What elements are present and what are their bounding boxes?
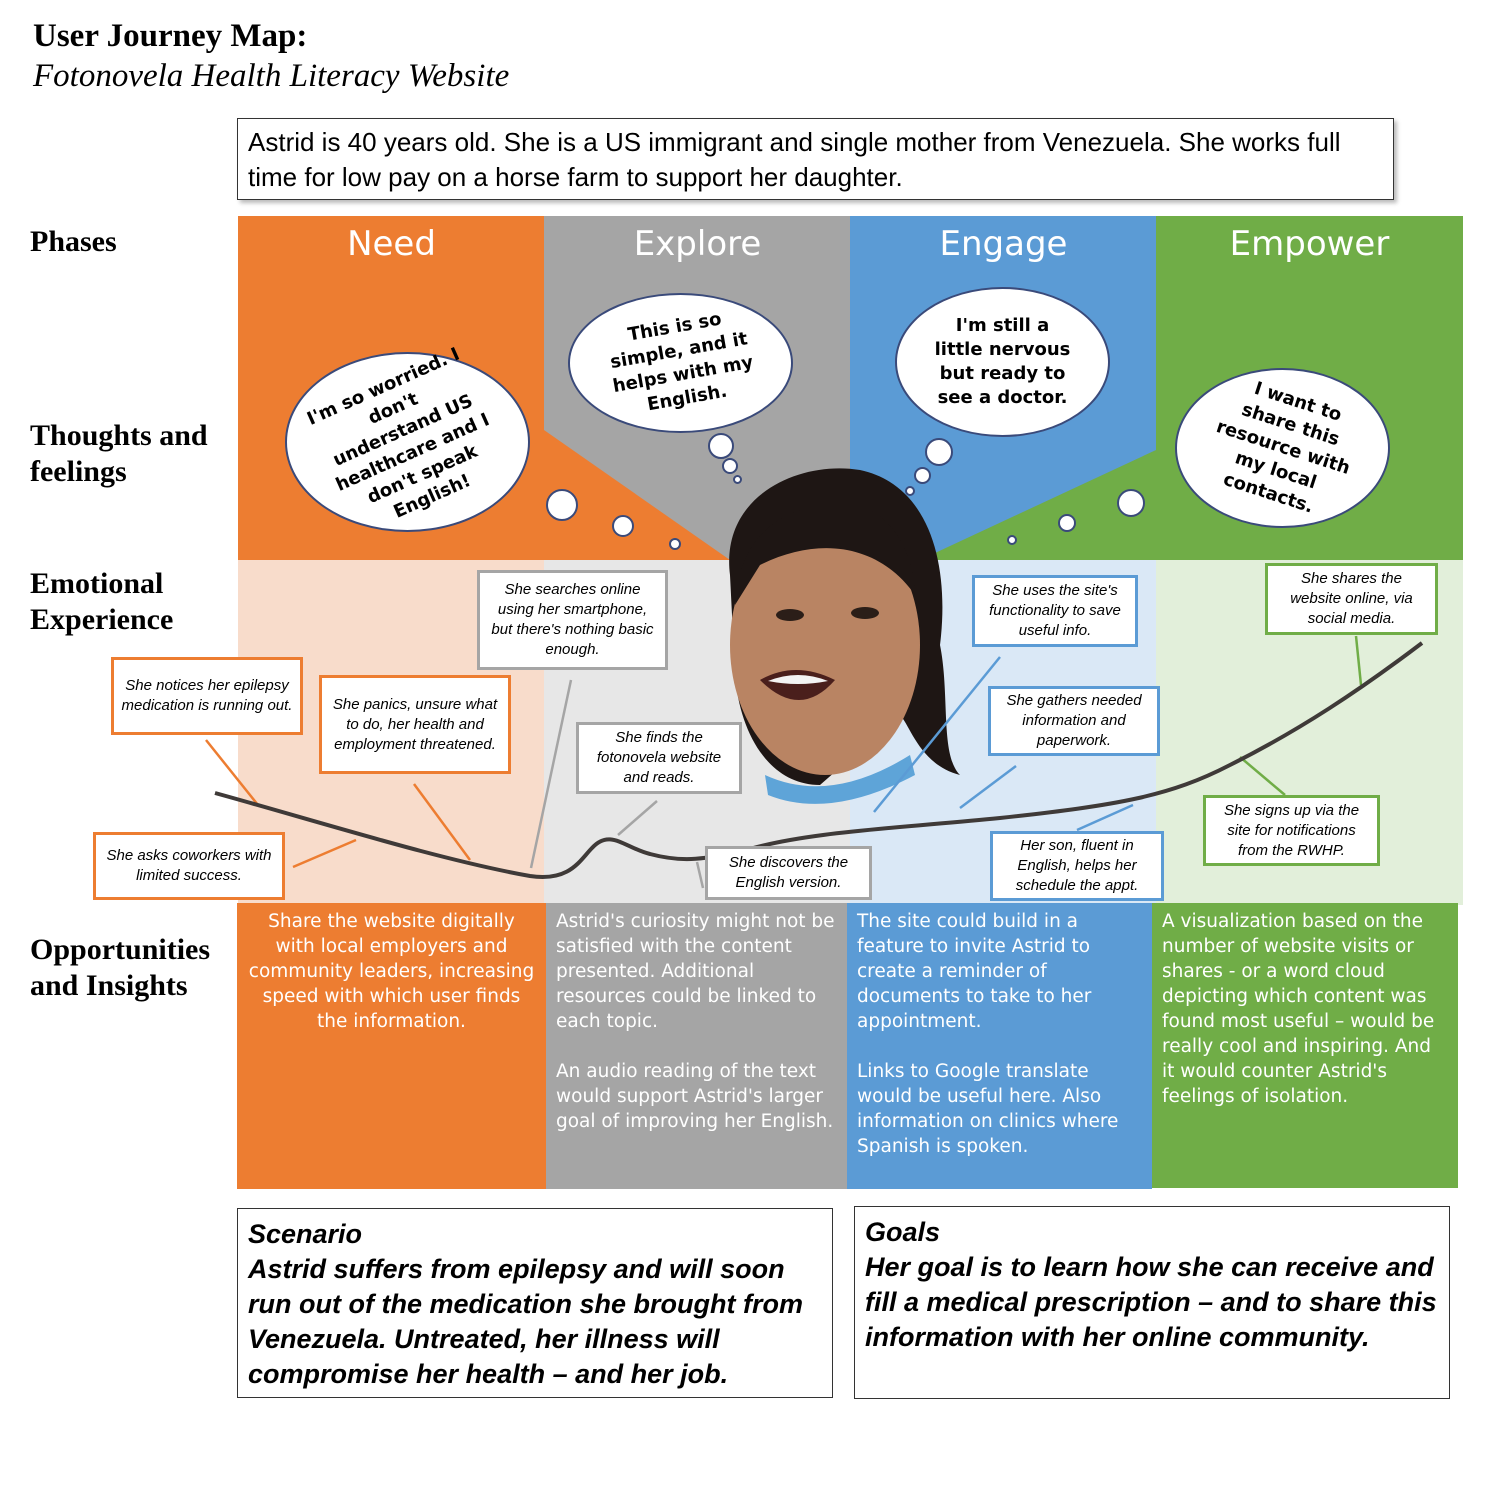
emotion-note: She gathers needed information and paper… xyxy=(988,686,1160,756)
row-label-phases: Phases xyxy=(30,225,117,258)
bubble-dot xyxy=(612,515,634,537)
opportunity-explore: Astrid's curiosity might not be satisfie… xyxy=(546,903,847,1189)
scenario-heading: Scenario xyxy=(248,1219,363,1249)
emotion-note: She asks coworkers with limited success. xyxy=(93,832,285,900)
page-subtitle: Fotonovela Health Literacy Website xyxy=(33,58,510,94)
scenario-box: Scenario Astrid suffers from epilepsy an… xyxy=(237,1208,833,1398)
connector-line xyxy=(205,739,259,806)
bubble-dot xyxy=(1117,489,1145,517)
thought-bubble-explore: This is so simple, and it helps with my … xyxy=(568,293,793,433)
connector-line xyxy=(1354,635,1363,686)
emotion-note: She notices her epilepsy medication is r… xyxy=(111,657,303,735)
thought-band-cutouts xyxy=(544,430,1156,560)
emotion-note: She discovers the English version. xyxy=(705,846,872,900)
phase-label: Need xyxy=(347,224,436,264)
opportunity-text: Share the website digitally with local e… xyxy=(248,911,535,1032)
opportunity-text: Links to Google translate would be usefu… xyxy=(857,1061,1119,1157)
opportunity-text: A visualization based on the number of w… xyxy=(1162,911,1435,1107)
page-title: User Journey Map: xyxy=(33,18,308,54)
opportunity-text: Astrid's curiosity might not be satisfie… xyxy=(556,911,835,1032)
thought-text: I'm still a little nervous but ready to … xyxy=(934,315,1071,408)
row-label-emotional: Emotional Experience xyxy=(30,567,174,636)
bubble-dot xyxy=(708,433,734,459)
phase-label: Empower xyxy=(1229,224,1390,264)
connector-line xyxy=(873,656,1001,813)
bubble-dot xyxy=(905,486,915,496)
emotion-curve-layer xyxy=(205,635,1424,889)
goals-text: Her goal is to learn how she can receive… xyxy=(865,1252,1437,1352)
emotion-note: Her son, fluent in English, helps her sc… xyxy=(990,831,1164,901)
connector-line xyxy=(292,838,357,869)
emotion-note: She signs up via the site for notificati… xyxy=(1203,795,1380,866)
bubble-dot xyxy=(669,538,681,550)
phase-label: Explore xyxy=(633,224,762,264)
row-label-opportunities: Opportunities and Insights xyxy=(30,933,211,1002)
row-label-thoughts: Thoughts and feelings xyxy=(30,419,208,488)
bubble-dot xyxy=(722,458,738,474)
bubble-dot xyxy=(1058,514,1076,532)
emotion-note: She shares the website online, via socia… xyxy=(1265,563,1438,635)
emotion-note: She panics, unsure what to do, her healt… xyxy=(319,675,511,774)
opportunity-text: The site could build in a feature to inv… xyxy=(857,911,1092,1032)
thought-bubble-empower: I want to share this resource with my lo… xyxy=(1175,368,1390,528)
opportunity-need: Share the website digitally with local e… xyxy=(237,903,546,1189)
scenario-text: Astrid suffers from epilepsy and will so… xyxy=(248,1254,803,1389)
goals-box: Goals Her goal is to learn how she can r… xyxy=(854,1206,1450,1399)
thought-bubble-need: I'm so worried. I don't understand US he… xyxy=(285,344,530,532)
bubble-dot xyxy=(546,489,578,521)
connector-line xyxy=(959,765,1017,809)
emotion-note: She searches online using her smartphone… xyxy=(477,570,668,670)
connector-line xyxy=(529,679,573,869)
opportunity-text: An audio reading of the text would suppo… xyxy=(556,1061,834,1132)
goals-heading: Goals xyxy=(865,1217,941,1247)
bubble-dot xyxy=(733,475,742,484)
connector-line xyxy=(695,861,705,889)
opportunity-engage: The site could build in a feature to inv… xyxy=(847,903,1152,1189)
bubble-dot xyxy=(1007,535,1017,545)
connector-line xyxy=(1239,756,1286,796)
opportunity-empower: A visualization based on the number of w… xyxy=(1152,903,1458,1188)
persona-description: Astrid is 40 years old. She is a US immi… xyxy=(237,118,1394,200)
bubble-dot xyxy=(914,467,931,484)
connector-line xyxy=(412,783,472,861)
persona-photo xyxy=(729,468,960,804)
thought-bubble-engage: I'm still a little nervous but ready to … xyxy=(895,287,1110,437)
connector-line xyxy=(617,800,658,836)
phase-label: Engage xyxy=(939,224,1068,264)
bubble-dot xyxy=(925,438,953,466)
emotion-note: She uses the site's functionality to sav… xyxy=(972,575,1138,647)
connector-line xyxy=(1076,803,1134,832)
emotion-note: She finds the fotonovela website and rea… xyxy=(576,722,742,794)
